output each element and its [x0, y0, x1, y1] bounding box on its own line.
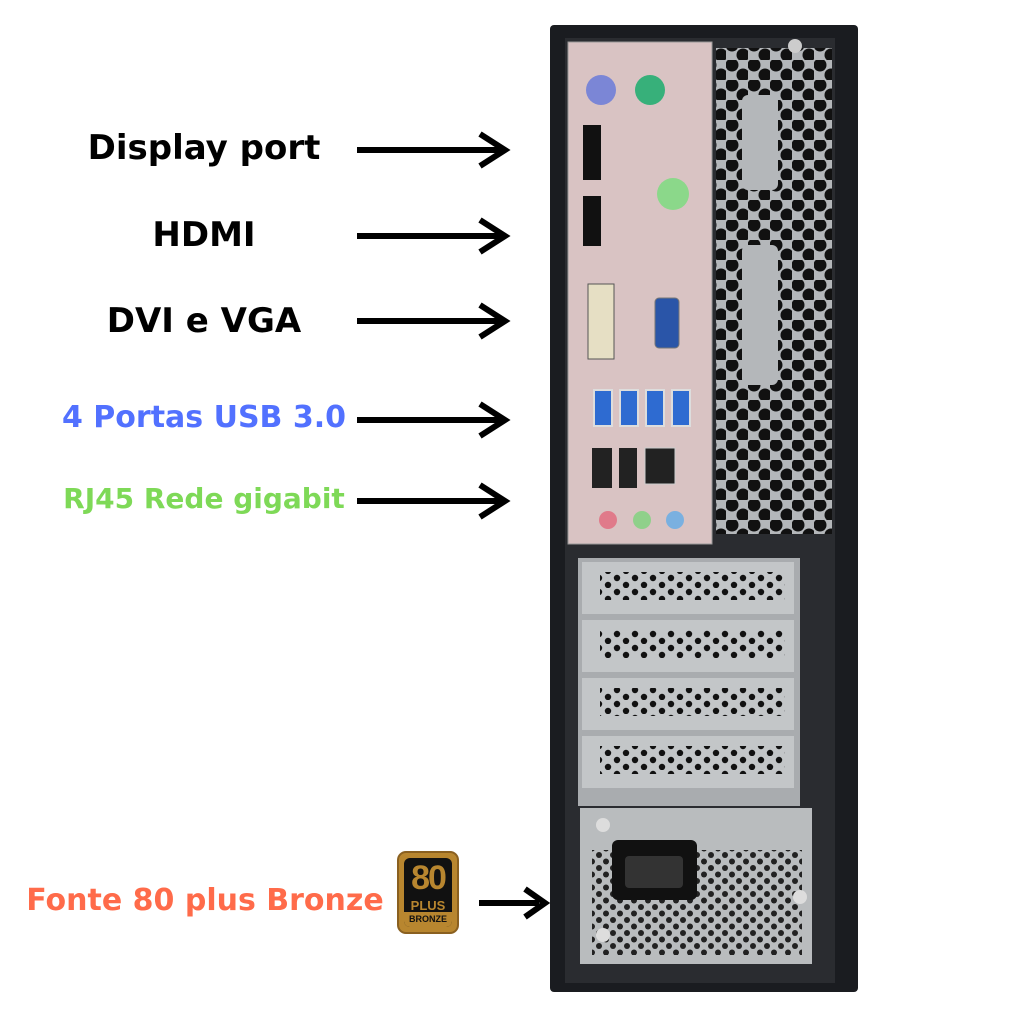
label-dvi-vga: DVI e VGA	[106, 301, 302, 341]
80-plus-bronze-logo: 80 PLUS BRONZE	[397, 851, 459, 934]
displayport-port	[583, 125, 601, 180]
arrow-icon	[479, 886, 551, 920]
badge-plus: PLUS	[410, 898, 446, 913]
dvi-port	[587, 283, 615, 360]
label-hdmi: HDMI	[152, 215, 256, 255]
label-usb: 4 Portas USB 3.0	[61, 400, 347, 435]
usb-ports	[593, 389, 691, 427]
expansion-slots	[578, 558, 800, 806]
ps2-port	[586, 75, 616, 105]
ps2-port	[635, 75, 665, 105]
hdmi-port	[583, 196, 601, 246]
badge-number: 80	[411, 859, 447, 897]
arrow-icon	[357, 401, 511, 439]
label-display-port: Display port	[87, 128, 321, 168]
label-rj45: RJ45 Rede gigabit	[63, 482, 345, 515]
arrow-icon	[357, 302, 511, 340]
label-psu: Fonte 80 plus Bronze	[26, 883, 384, 918]
arrow-icon	[357, 217, 511, 255]
vga-port	[654, 297, 680, 349]
arrow-icon	[357, 131, 511, 169]
badge-tier: BRONZE	[404, 912, 452, 927]
arrow-icon	[357, 482, 511, 520]
rj45-port	[644, 447, 676, 485]
